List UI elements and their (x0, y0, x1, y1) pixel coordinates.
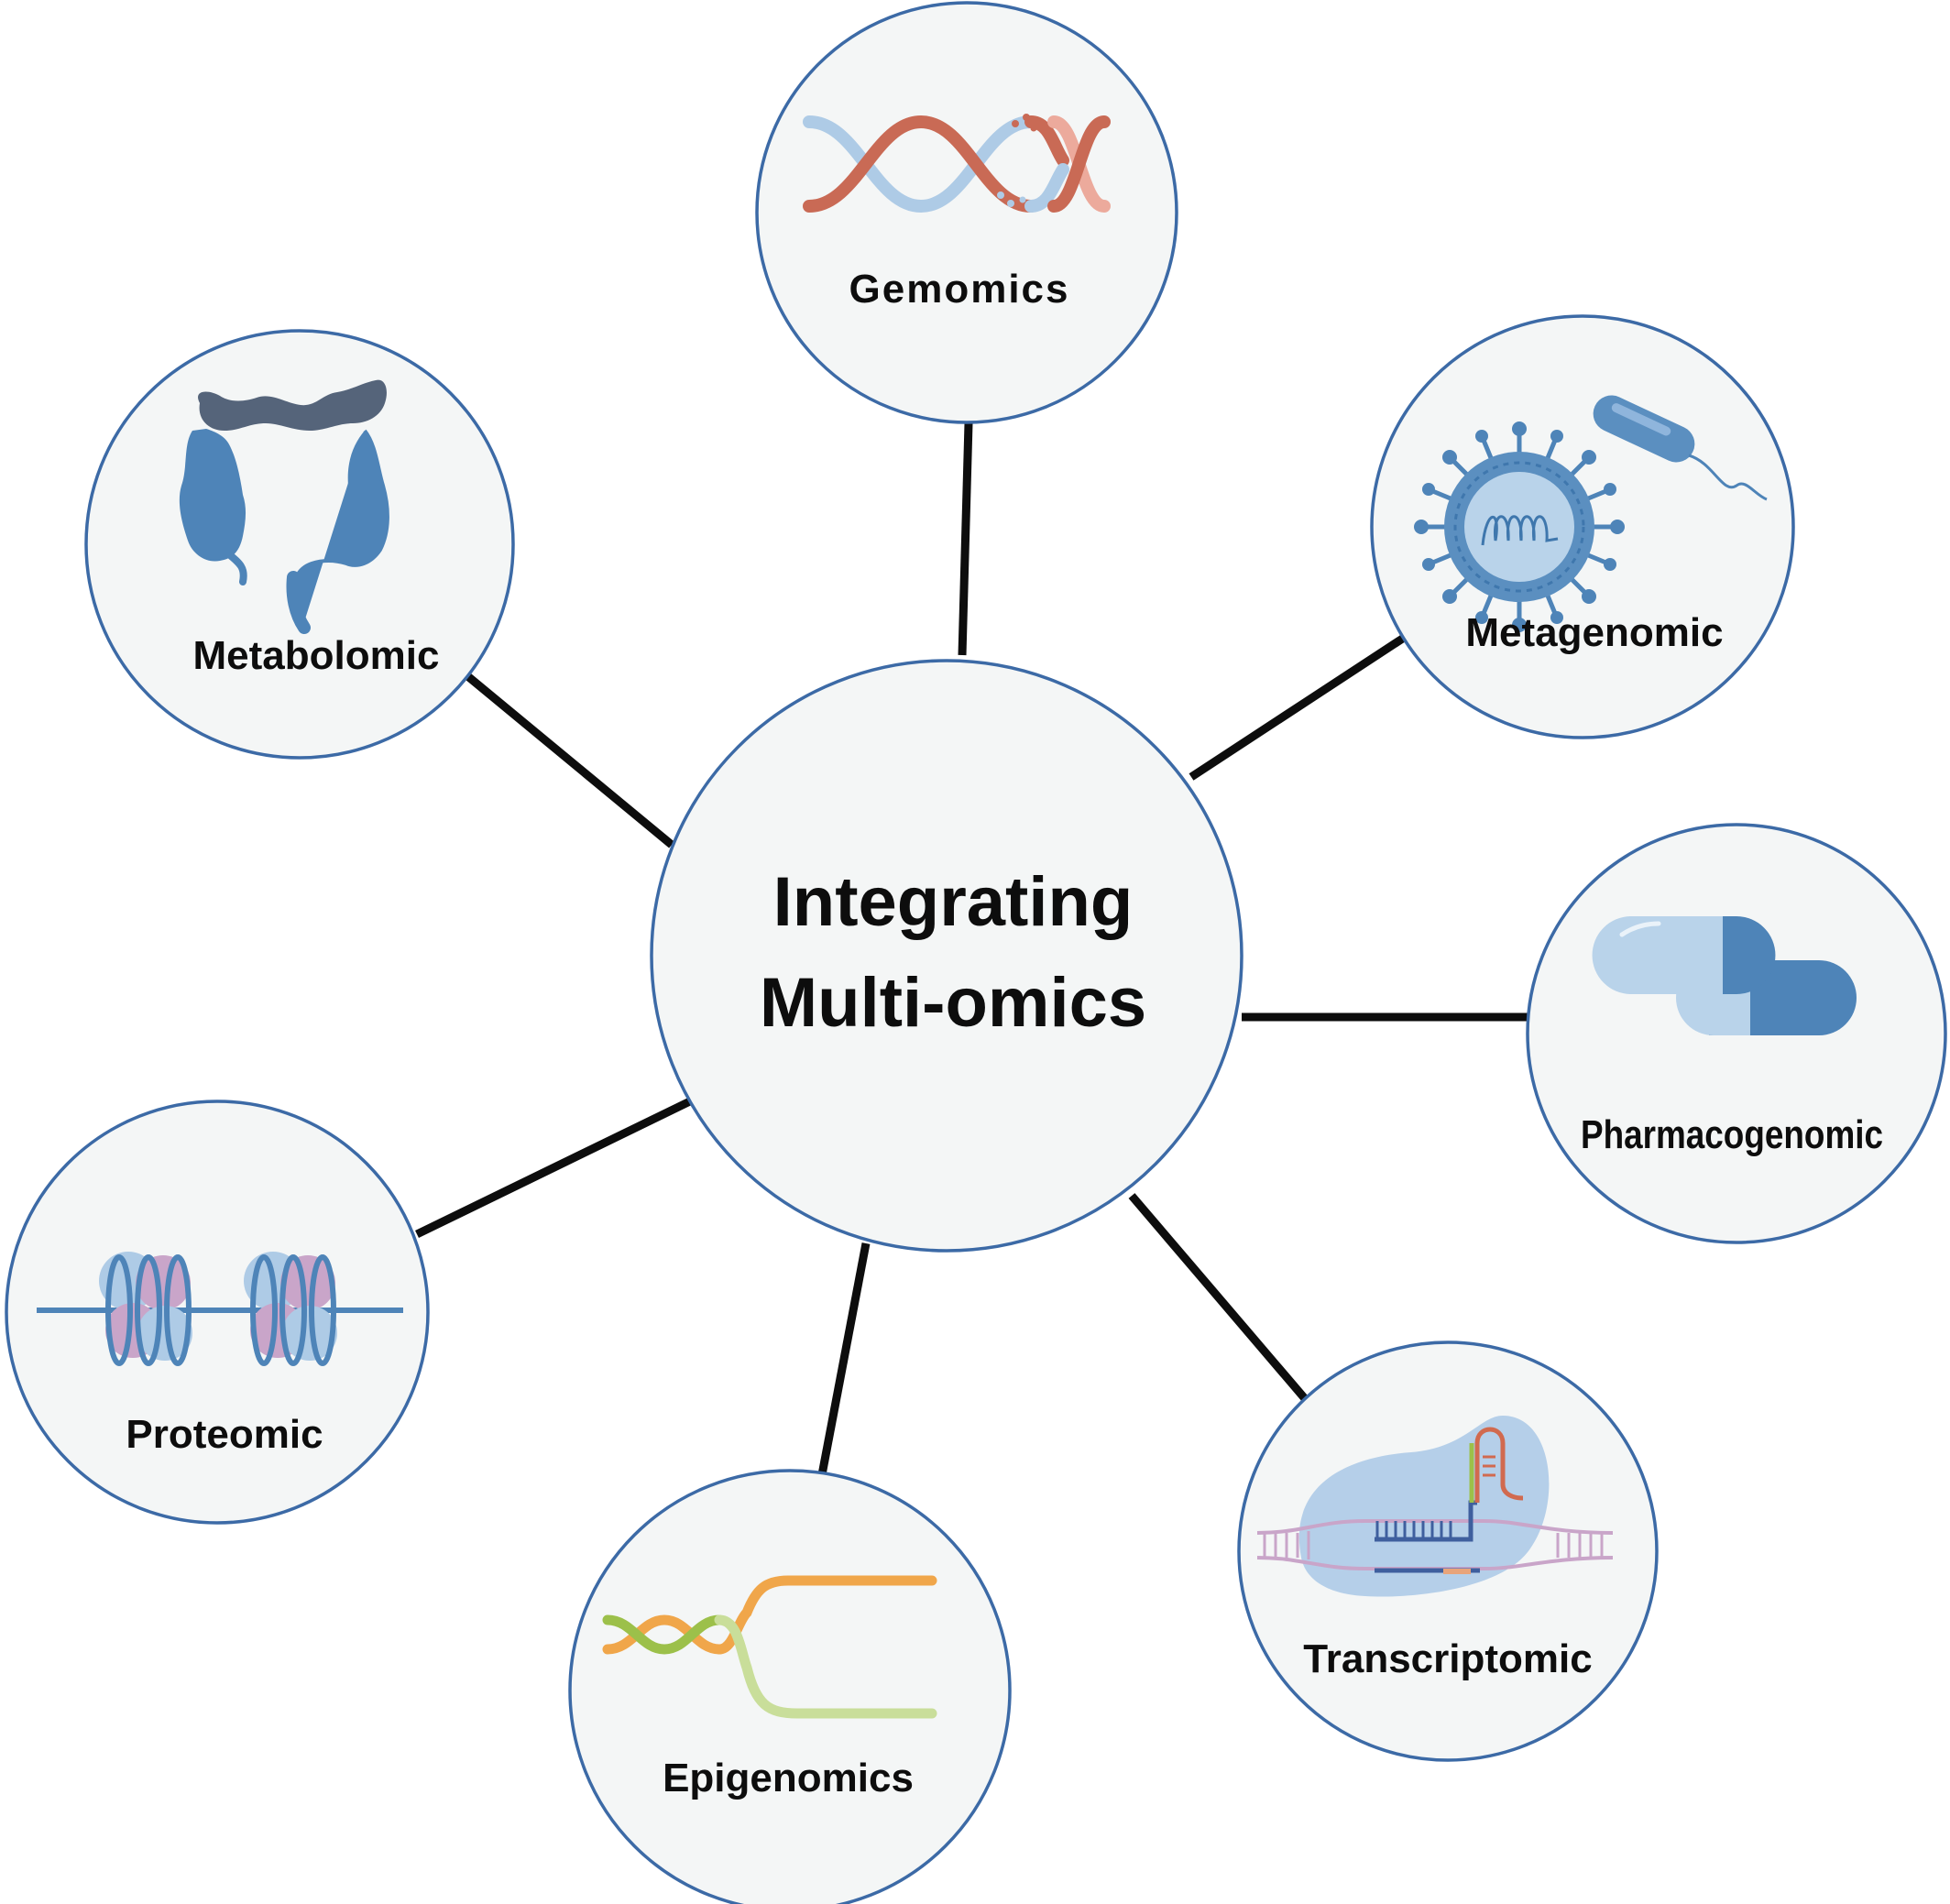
center-title-line2: Multi-omics (760, 964, 1146, 1042)
node-epigenomics: Epigenomics (568, 1469, 1012, 1904)
node-pharmacogenomic-label: Pharmacogenomic (1581, 1112, 1883, 1157)
connector-epigenomics (816, 1242, 871, 1485)
node-transcriptomic-label: Transcriptomic (1303, 1636, 1592, 1681)
connector-metabolomic (463, 671, 674, 848)
node-proteomic-label: Proteomic (126, 1412, 323, 1457)
node-metabolomic-circle (84, 329, 515, 760)
connector-proteomic (415, 1095, 696, 1239)
node-metagenomic: Metagenomic (1370, 314, 1795, 739)
dna-double-helix-icon (803, 114, 1111, 213)
node-transcriptomic: Transcriptomic (1237, 1340, 1659, 1762)
unwinding-dna-icon (602, 1575, 937, 1719)
node-gemomics-circle (755, 1, 1178, 424)
virus-and-bacterium-icon (1414, 395, 1768, 632)
center-hub: Integrating Multi-omics (650, 659, 1243, 1253)
capsule-pills-icon (1592, 916, 1857, 1035)
node-metabolomic-label: Metabolomic (193, 633, 440, 678)
connector-metagenomic (1189, 632, 1409, 781)
node-metagenomic-label: Metagenomic (1465, 610, 1723, 655)
intestine-icon (179, 379, 389, 634)
node-metabolomic: Metabolomic (84, 329, 515, 760)
node-epigenomics-label: Epigenomics (663, 1756, 914, 1800)
rna-transcription-icon (1256, 1416, 1614, 1597)
node-pharmacogenomic: Pharmacogenomic (1526, 823, 1947, 1244)
node-gemomics-label: Gemomics (849, 267, 1070, 312)
connector-gemomics (958, 422, 973, 656)
center-title-line1: Integrating (773, 863, 1134, 941)
node-gemomics: Gemomics (755, 1, 1178, 424)
node-proteomic: Proteomic (5, 1100, 430, 1525)
node-epigenomics-circle (568, 1469, 1012, 1904)
connector-transcriptomic (1128, 1193, 1311, 1405)
center-circle (650, 659, 1243, 1253)
nucleosome-icon (37, 1252, 403, 1366)
connectors (415, 422, 1530, 1485)
